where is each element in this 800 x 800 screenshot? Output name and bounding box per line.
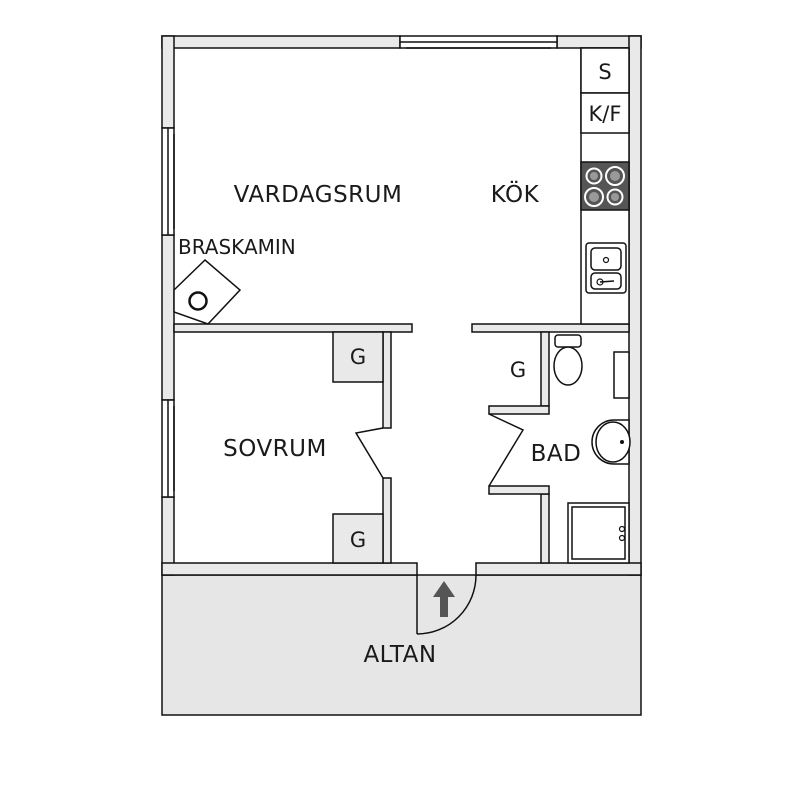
window-left-lower bbox=[161, 399, 175, 498]
closet-bedroom-bottom: G bbox=[332, 513, 384, 564]
label-braskamin: BRASKAMIN bbox=[178, 235, 296, 259]
closet-g-label: G bbox=[350, 528, 366, 552]
terrace-area bbox=[161, 574, 642, 716]
interior-walls bbox=[173, 323, 630, 564]
room-label-altan: ALTAN bbox=[363, 642, 436, 668]
fridge-cabinet: S bbox=[580, 47, 630, 94]
closet-g-label: G bbox=[350, 345, 366, 369]
wall-cabinet-bath bbox=[613, 351, 630, 399]
arrow-up-icon bbox=[433, 581, 455, 617]
cabinet-kf-label: K/F bbox=[589, 102, 622, 126]
fireplace-icon bbox=[173, 258, 242, 325]
entrance-door bbox=[416, 574, 477, 635]
room-label-sovrum: SOVRUM bbox=[223, 436, 327, 462]
window-top bbox=[399, 35, 558, 49]
closet-bedroom-top: G bbox=[332, 331, 384, 383]
kitchen-sink-icon bbox=[585, 242, 627, 294]
freezer-cabinet: K/F bbox=[580, 92, 630, 134]
room-label-vardagsrum: VARDAGSRUM bbox=[234, 182, 403, 208]
toilet-icon bbox=[553, 334, 583, 386]
room-label-bad: BAD bbox=[531, 441, 582, 467]
stove-icon bbox=[580, 161, 630, 211]
outer-walls bbox=[161, 35, 642, 576]
shower-icon bbox=[567, 502, 630, 564]
window-left-upper bbox=[161, 127, 175, 236]
bathroom-door bbox=[488, 413, 525, 487]
washbasin-icon bbox=[591, 419, 631, 465]
closet-g-label: G bbox=[510, 358, 526, 382]
room-label-kok: KÖK bbox=[491, 180, 540, 208]
bedroom-door bbox=[354, 427, 384, 479]
cabinet-s-label: S bbox=[598, 60, 611, 84]
